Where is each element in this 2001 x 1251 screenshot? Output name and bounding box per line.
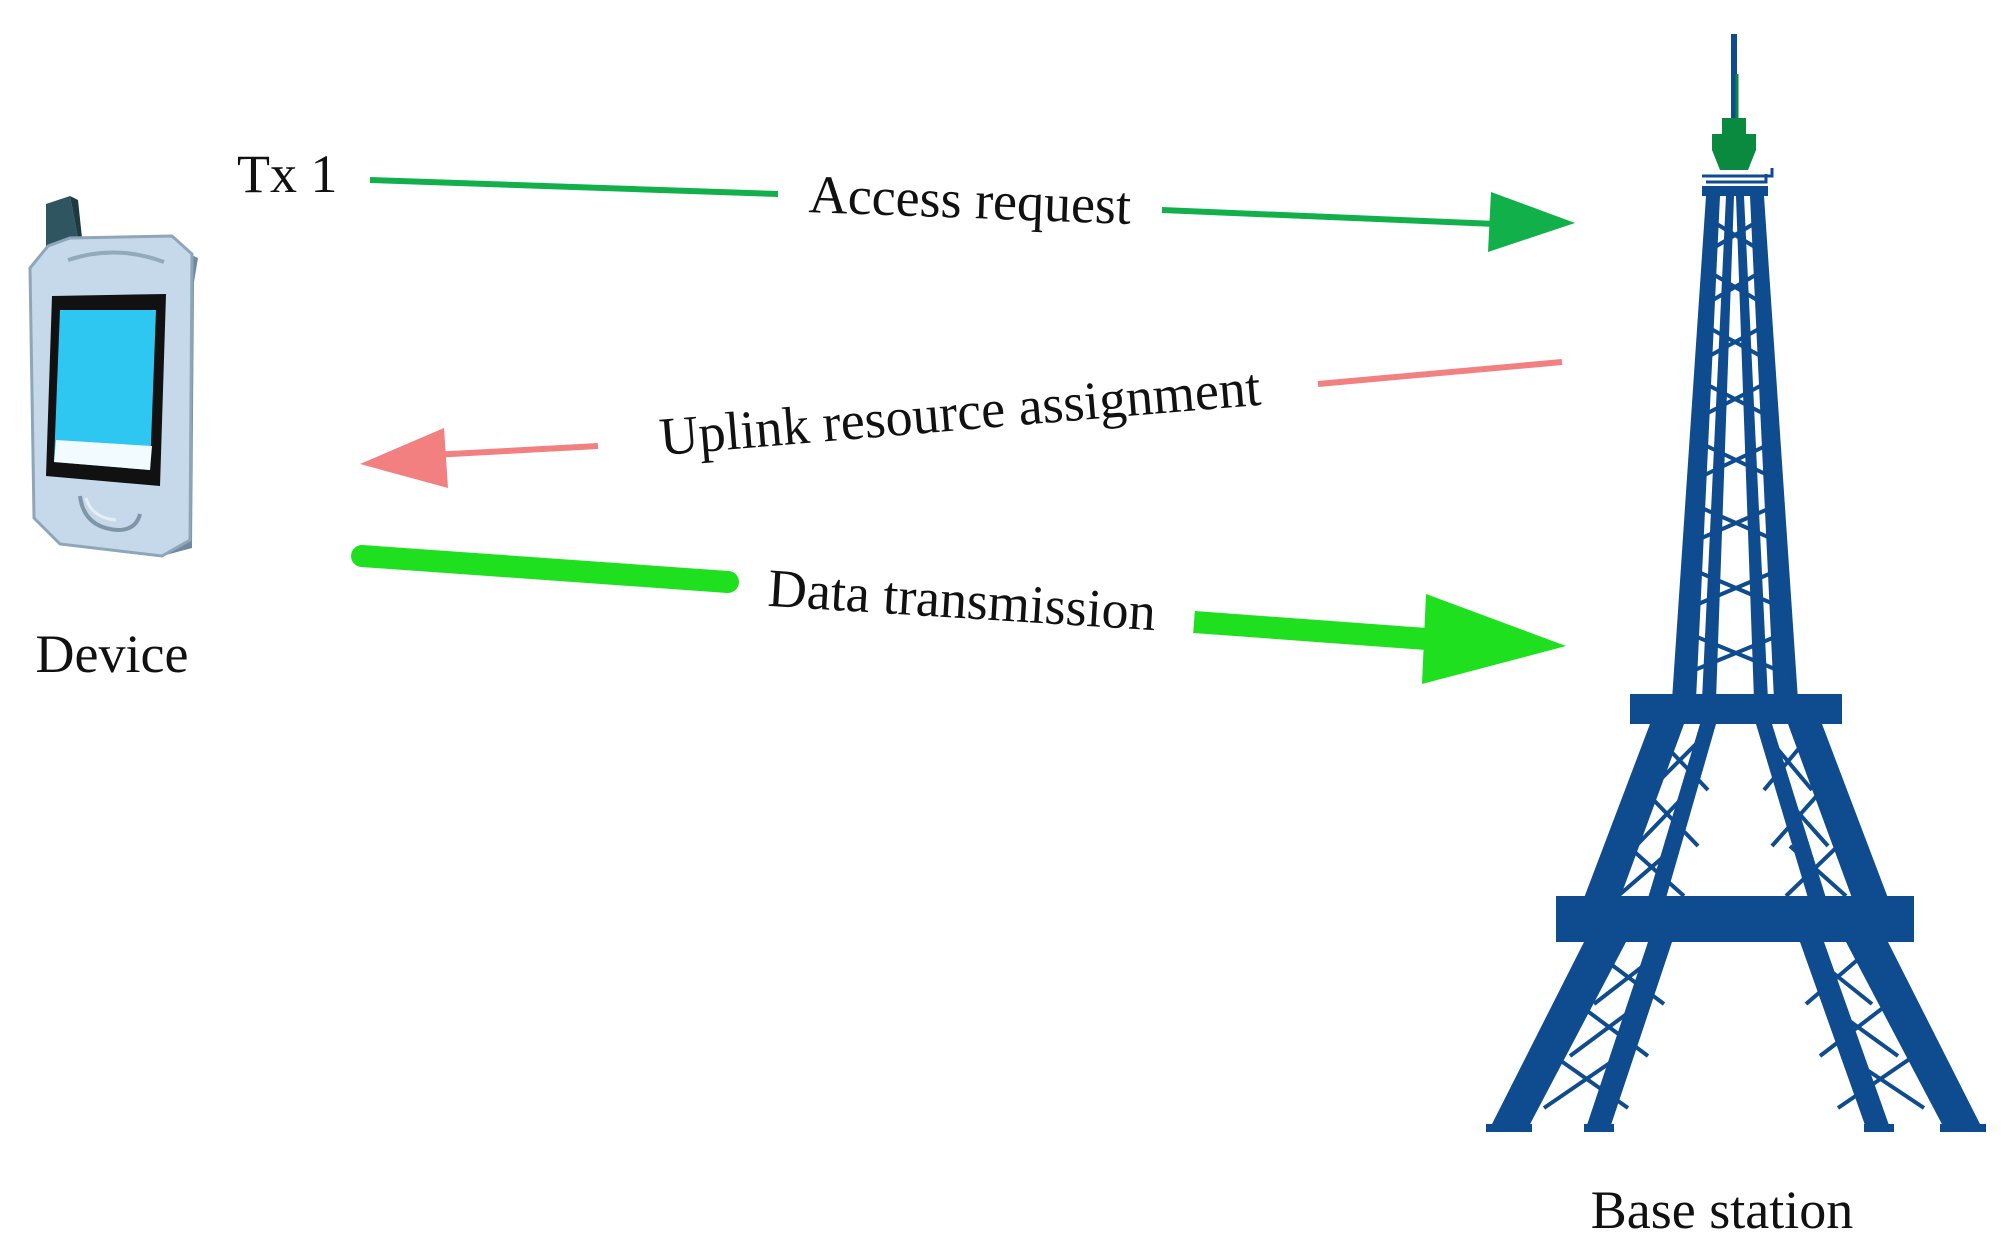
device-label: Device bbox=[36, 624, 189, 684]
data-transmission-arrow bbox=[351, 545, 1566, 684]
access-request-label: Access request bbox=[808, 164, 1132, 236]
data-transmission-label: Data transmission bbox=[766, 558, 1157, 642]
access-request-arrow bbox=[369, 177, 1575, 252]
eiffel-tower-icon bbox=[1486, 34, 1986, 1132]
base-station-label: Base station bbox=[1591, 1180, 1853, 1240]
mobile-phone-icon bbox=[28, 196, 198, 558]
tx-label: Tx 1 bbox=[237, 144, 338, 204]
uplink-assignment-label: Uplink resource assignment bbox=[657, 357, 1263, 467]
uplink-assignment-arrow bbox=[360, 359, 1563, 488]
